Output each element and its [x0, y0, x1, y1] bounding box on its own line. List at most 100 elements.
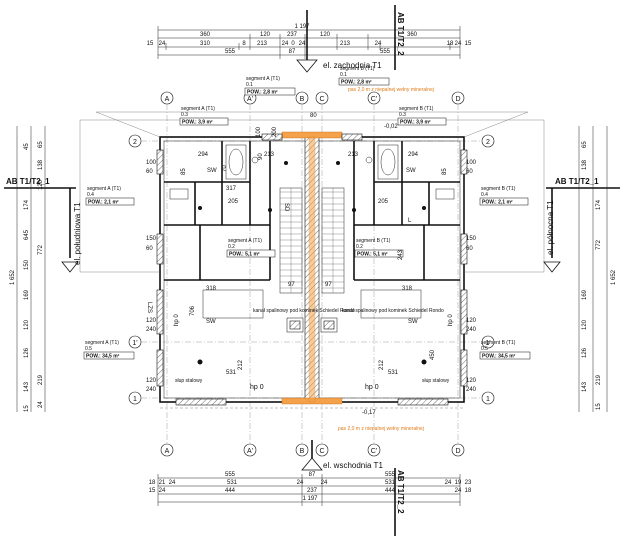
left-axis-bubbles: 2 1' 1: [128, 134, 142, 405]
svg-text:segment B (T1): segment B (T1): [356, 238, 391, 244]
svg-text:150: 150: [146, 236, 157, 242]
svg-text:212: 212: [238, 359, 244, 370]
section-label-bottom: AB T1/T2_2: [396, 470, 405, 514]
svg-text:POW.: 2,8 m²: POW.: 2,8 m²: [247, 90, 278, 96]
svg-text:0.1: 0.1: [340, 72, 347, 78]
segment-label-b01: segment B (T1) 0.1 POW.: 2,8 m²: [338, 66, 390, 86]
axis-c2-top: C': [371, 96, 377, 103]
party-wall: [281, 131, 343, 405]
svg-text:45: 45: [24, 143, 30, 150]
top-dim-r2-9: 24: [375, 41, 382, 47]
section-label-top: AB T1/T2_2: [396, 12, 405, 56]
top-dim-r3-2: 555: [380, 49, 391, 55]
tag-sd: SD: [283, 203, 289, 212]
axis-b-top: B: [300, 96, 305, 103]
axis-d-top: D: [455, 96, 460, 103]
svg-text:219: 219: [38, 374, 44, 385]
bottom-axis-bubbles: A A' B C C' D: [160, 443, 465, 457]
level-bottom: -0,17: [362, 410, 376, 416]
tag-l: L: [408, 218, 412, 224]
svg-text:15: 15: [149, 488, 156, 494]
svg-text:219: 219: [596, 374, 602, 385]
svg-text:531: 531: [227, 480, 238, 486]
tag-lzs: LZS: [146, 302, 152, 313]
top-dim-5: 360: [407, 32, 418, 38]
hp-label-a: hp 0: [250, 384, 264, 391]
svg-text:200: 200: [272, 126, 278, 137]
hp-label-c: hp 0: [174, 314, 180, 326]
svg-text:0.4: 0.4: [481, 192, 488, 198]
svg-text:85: 85: [442, 168, 448, 175]
top-dim-r3-1: 87: [289, 49, 296, 55]
top-dim-r2-2: 310: [200, 41, 211, 47]
svg-text:169: 169: [582, 289, 588, 300]
svg-text:19: 19: [455, 480, 462, 486]
svg-text:531: 531: [385, 480, 396, 486]
svg-text:138: 138: [38, 159, 44, 170]
top-dim-r2-11: 24: [455, 41, 462, 47]
svg-text:212: 212: [379, 359, 385, 370]
svg-text:24: 24: [159, 488, 166, 494]
right-axis-bubbles: 2 1' 1: [481, 134, 495, 405]
svg-text:60: 60: [146, 246, 153, 252]
stairs-right: [321, 187, 345, 294]
west-elevation-marker: el. zachodnia T1 AB T1/T2_2: [296, 5, 405, 73]
svg-text:120: 120: [582, 319, 588, 330]
svg-text:294: 294: [198, 152, 209, 158]
svg-text:174: 174: [596, 199, 602, 210]
svg-text:150: 150: [466, 236, 477, 242]
svg-text:segment B (T1): segment B (T1): [481, 340, 516, 346]
south-elevation-marker: AB T1/T2_1 el. południowa T1: [4, 177, 82, 273]
segment-label-b03: segment B (T1) 0.3 POW.: 3,9 m²: [397, 106, 447, 126]
room-dimensions: 294 294 205 205 213 213 317 318 318 531 …: [146, 113, 477, 393]
segment-label-a04: segment A (T1) 0.4 POW.: 2,1 m²: [85, 186, 135, 206]
svg-text:169: 169: [24, 289, 30, 300]
segment-label-a02: segment A (T1) 0.2 POW.: 5,1 m²: [226, 238, 276, 258]
svg-text:POW.: 2,1 m²: POW.: 2,1 m²: [482, 200, 513, 206]
svg-text:18: 18: [149, 480, 156, 486]
svg-text:POW.: 2,1 m²: POW.: 2,1 m²: [88, 200, 119, 206]
svg-text:21: 21: [159, 480, 166, 486]
svg-text:0.4: 0.4: [87, 192, 94, 198]
svg-text:24: 24: [169, 480, 176, 486]
top-dim-r2-1: 24: [159, 41, 166, 47]
svg-text:772: 772: [596, 239, 602, 250]
axis-c-top: C: [319, 96, 324, 103]
axis-1p-left: 1': [132, 340, 137, 347]
level-top: -0,02: [384, 124, 398, 130]
svg-text:60: 60: [466, 246, 473, 252]
svg-text:120: 120: [466, 318, 477, 324]
svg-text:0.5: 0.5: [481, 346, 488, 352]
svg-text:213: 213: [264, 152, 275, 158]
top-overall-dim: 1 197: [294, 24, 310, 30]
top-dim-r2-6: 0: [291, 41, 295, 47]
svg-text:POW.: 34,5 m²: POW.: 34,5 m²: [482, 354, 516, 360]
svg-text:555: 555: [225, 472, 236, 478]
tag-sw-bottom-left: SW: [206, 319, 216, 325]
section-label-left: AB T1/T2_1: [6, 177, 50, 186]
svg-text:120: 120: [466, 378, 477, 384]
west-elevation-label: el. zachodnia T1: [323, 61, 382, 70]
svg-text:240: 240: [466, 387, 477, 393]
stairs-left: [279, 187, 303, 294]
svg-text:150: 150: [24, 259, 30, 270]
top-dim-r2-3: 8: [242, 41, 246, 47]
svg-text:706: 706: [190, 305, 196, 316]
svg-text:24: 24: [321, 480, 328, 486]
facade-openings: [156, 133, 468, 406]
svg-text:450: 450: [430, 349, 436, 360]
axis-b-bottom: B: [300, 448, 305, 455]
svg-text:317: 317: [226, 186, 237, 192]
segment-labels: segment A (T1) 0.1 POW.: 2,8 m² segment …: [83, 66, 531, 360]
axis-1p-right: 1': [485, 340, 490, 347]
svg-text:POW.: 3,9 m²: POW.: 3,9 m²: [400, 120, 431, 126]
svg-text:120: 120: [146, 378, 157, 384]
segment-label-a01: segment A (T1) 0.1 POW.: 2,8 m²: [244, 76, 296, 96]
east-elevation-label: el. wschodnia T1: [323, 461, 383, 470]
svg-text:531: 531: [388, 370, 399, 376]
svg-text:80: 80: [310, 113, 317, 119]
svg-text:segment A (T1): segment A (T1): [181, 106, 215, 112]
svg-text:87: 87: [309, 472, 316, 478]
svg-text:POW.: 5,1 m²: POW.: 5,1 m²: [229, 252, 260, 258]
svg-text:772: 772: [38, 244, 44, 255]
